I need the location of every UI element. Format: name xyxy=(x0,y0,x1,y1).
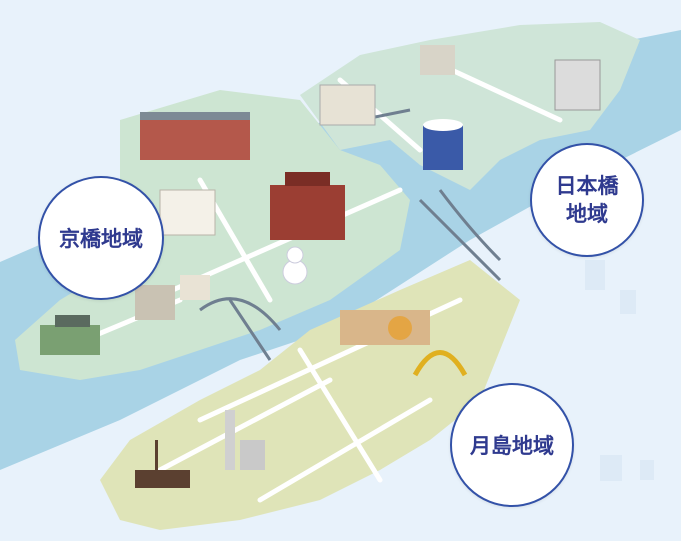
high-rise-towers-icon xyxy=(420,45,601,111)
tsukishima-district-label[interactable]: 月島地域 xyxy=(450,383,574,507)
kyobashi-district-text: 京橋地域 xyxy=(59,227,143,251)
snowman-icon xyxy=(282,246,308,285)
kyobashi-district-label[interactable]: 京橋地域 xyxy=(38,176,164,300)
eitai-bridge-icon xyxy=(418,189,502,282)
hamarikyu-garden-icon xyxy=(40,315,100,355)
high-rise-towers-icon xyxy=(225,410,265,470)
mitsukoshi-building-icon xyxy=(319,84,376,126)
landmarks xyxy=(40,45,601,488)
kachidoki-bridge-icon xyxy=(199,297,282,361)
sailing-ship-icon xyxy=(135,440,190,488)
rotunda-building-icon xyxy=(423,119,463,170)
tokyo-station-icon xyxy=(140,112,250,160)
hotel-building-icon xyxy=(270,172,345,240)
nihonbashi-district-label[interactable]: 日本橋 地域 xyxy=(530,143,644,257)
department-store-icon xyxy=(159,189,216,236)
kabukiza-theatre-icon xyxy=(135,275,210,320)
tsukuda-arch-icon xyxy=(412,350,468,377)
nihonbashi-district-text: 日本橋 地域 xyxy=(555,173,619,226)
monjayaki-icon xyxy=(340,310,430,345)
tsukishima-district-text: 月島地域 xyxy=(470,434,554,458)
